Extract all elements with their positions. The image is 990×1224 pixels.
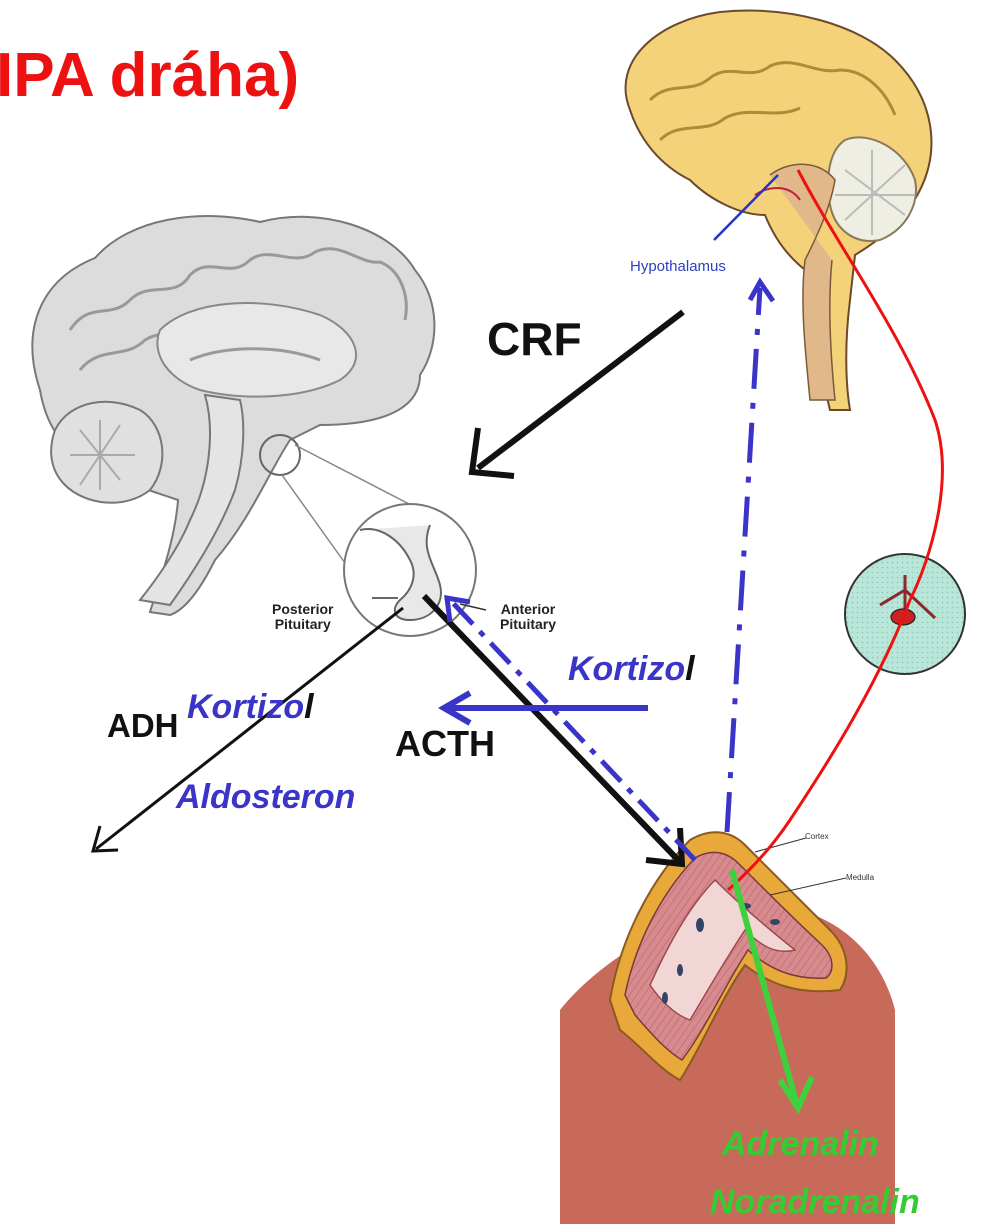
kortizol-output-label: Kortizol xyxy=(187,688,314,727)
page-title: IPA dráha) xyxy=(0,40,299,111)
acth-label: ACTH xyxy=(395,723,495,765)
kortizol-feedback-main: Kortizo xyxy=(568,650,685,688)
noradrenalin-label: Noradrenalin xyxy=(710,1183,920,1222)
anterior-line-1: Anterior xyxy=(500,602,556,617)
cortex-label: Cortex xyxy=(805,832,829,841)
anterior-pituitary-label: Anterior Pituitary xyxy=(500,602,556,632)
posterior-line-1: Posterior xyxy=(272,602,333,617)
medulla-label: Medulla xyxy=(846,873,874,882)
posterior-pituitary-label: Posterior Pituitary xyxy=(272,602,333,632)
kortizol-output-tail: l xyxy=(304,688,313,726)
aldosteron-label: Aldosteron xyxy=(176,778,355,817)
brain-color-illustration xyxy=(626,11,932,410)
adh-label: ADH xyxy=(107,707,179,745)
posterior-line-2: Pituitary xyxy=(272,617,333,632)
crf-label: CRF xyxy=(487,312,582,366)
adrenal-gland-illustration xyxy=(560,832,895,1224)
adrenalin-label: Adrenalin xyxy=(722,1125,879,1164)
hypothalamus-label: Hypothalamus xyxy=(630,258,726,275)
kortizol-feedback-label: Kortizol xyxy=(568,650,695,689)
kortizol-feedback-arrow-hypothalamus xyxy=(727,282,773,832)
kortizol-output-main: Kortizo xyxy=(187,688,304,726)
kortizol-feedback-tail: l xyxy=(685,650,694,688)
anterior-line-2: Pituitary xyxy=(500,617,556,632)
